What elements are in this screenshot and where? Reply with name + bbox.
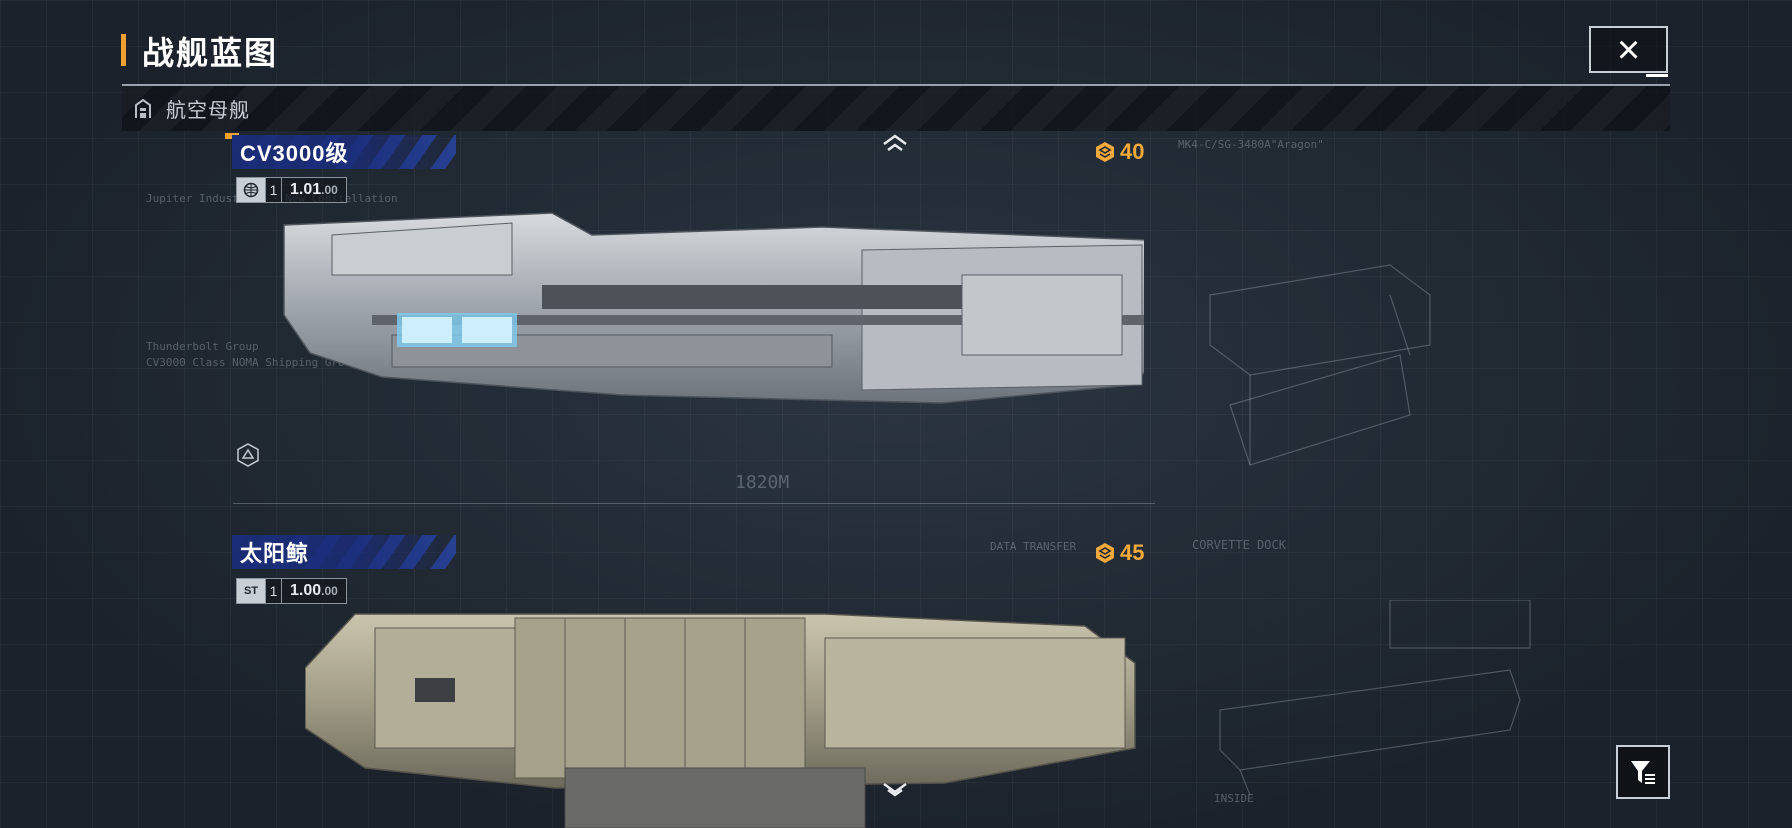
title-accent-bar [121,34,126,66]
filter-button[interactable] [1616,745,1670,799]
hangar-icon [132,98,154,120]
ship-cost-value: 45 [1120,540,1145,565]
blueprint-code: CORVETTE DOCK [1192,538,1286,552]
panel-label: DATA TRANSFER [990,540,1077,553]
blueprint-code: MK4-C/SG-3480A"Aragon" [1178,138,1324,151]
filter-icon [1631,761,1655,784]
globe-icon [237,178,265,202]
faction-st-icon: ST [237,579,265,603]
ship-ruler [233,494,1155,504]
ship-length-label: 1820M [735,472,790,493]
ship-version-major: 1.01 [290,181,322,198]
blueprint-wireframe [1219,600,1531,796]
panel-label: INSIDE [1214,792,1254,805]
resource-icon [1096,142,1114,162]
ship-model[interactable] [305,608,1145,828]
close-button[interactable]: × [1589,26,1668,73]
card-accent [225,133,239,139]
background-text: Thunderbolt Group [146,340,259,353]
blueprint-wireframe [1209,264,1431,466]
ship-version: 1.01 .00 [281,178,346,202]
background-text: CV3000 Class NOMA Shipping Group [146,356,358,369]
hexagon-icon[interactable] [235,442,261,468]
ship-tier: 1 [265,178,281,202]
scroll-down-icon[interactable] [882,780,908,803]
ship-cost: 45 [1094,540,1144,566]
category-bar: 航空母舰 [122,84,1670,131]
ship-version-box: 1 1.01 .00 [236,177,347,203]
ship-model[interactable] [262,205,1144,437]
resource-icon [1096,543,1114,563]
ship-name: CV3000级 [240,141,349,166]
ship-cost-value: 40 [1120,139,1145,164]
category-label: 航空母舰 [166,100,250,122]
page-title: 战舰蓝图 [142,35,279,71]
ship-version-suffix: .00 [321,584,338,598]
ship-version-major: 1.00 [290,582,322,599]
ship-name-banner[interactable]: 太阳鲸 [232,535,456,569]
close-underline [1646,74,1668,77]
ship-version-box: ST 1 1.00 .00 [236,578,347,604]
ship-name-banner[interactable]: CV3000级 [232,135,456,169]
ship-version: 1.00 .00 [281,579,346,603]
ship-name: 太阳鲸 [240,541,310,566]
ship-cost: 40 [1094,139,1144,165]
ship-version-suffix: .00 [321,183,338,197]
ship-tier: 1 [265,579,281,603]
close-icon: × [1616,27,1641,72]
scroll-up-icon[interactable] [882,134,908,157]
